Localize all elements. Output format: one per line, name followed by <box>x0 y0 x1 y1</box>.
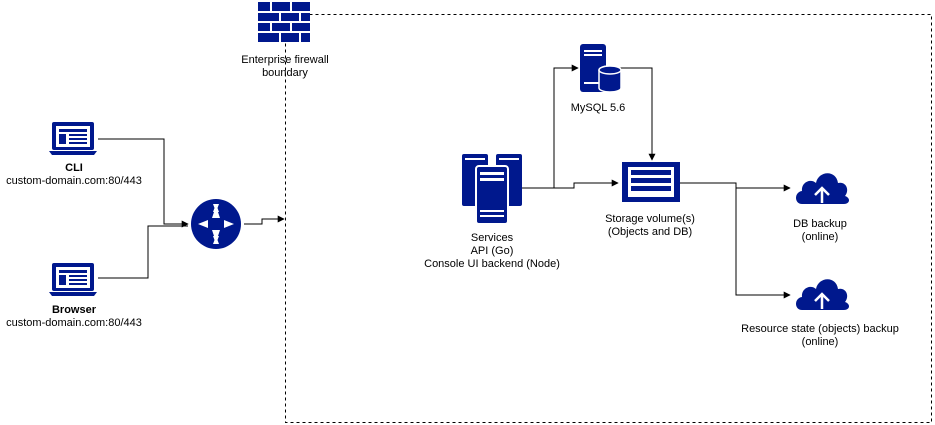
mysql-server-icon <box>580 44 622 93</box>
firewall-boundary <box>285 14 932 423</box>
router-icon <box>191 199 241 249</box>
db-backup-label: DB backup (online) <box>770 218 870 244</box>
mysql-to-storage-line <box>618 67 656 161</box>
firewall-icon <box>258 2 310 42</box>
resource-backup-cloud-upload-icon <box>796 279 850 310</box>
services-label: Services API (Go) Console UI backend (No… <box>412 232 572 271</box>
resource-backup-line1: Resource state (objects) backup <box>741 323 899 335</box>
router-to-firewall-line <box>244 215 285 225</box>
browser-to-router-line <box>98 225 188 279</box>
cli-title: CLI <box>65 162 83 174</box>
services-line3: Console UI backend (Node) <box>424 258 560 270</box>
storage-label: Storage volume(s) (Objects and DB) <box>585 213 715 239</box>
connectors <box>98 64 791 299</box>
cli-laptop-icon <box>49 122 97 155</box>
cli-label: CLI custom-domain.com:80/443 <box>0 162 148 188</box>
storage-line2: (Objects and DB) <box>607 226 693 238</box>
resource-backup-line2: (online) <box>801 336 839 348</box>
services-to-mysql-line <box>522 64 579 189</box>
services-servers-icon <box>462 154 522 225</box>
browser-address: custom-domain.com:80/443 <box>6 317 142 329</box>
firewall-label-line1: Enterprise firewall <box>241 54 329 66</box>
mysql-label: MySQL 5.6 <box>553 102 643 115</box>
db-backup-cloud-upload-icon <box>796 173 850 204</box>
services-line2: API (Go) <box>470 245 514 257</box>
cli-address: custom-domain.com:80/443 <box>6 175 142 187</box>
mysql-label-text: MySQL 5.6 <box>570 102 626 114</box>
storage-to-resource-backup-line <box>735 188 791 299</box>
resource-backup-label: Resource state (objects) backup (online) <box>720 323 920 349</box>
browser-laptop-icon <box>49 263 97 296</box>
db-backup-line2: (online) <box>801 231 839 243</box>
firewall-label: Enterprise firewall boundary <box>230 54 340 80</box>
storage-to-db-backup-line <box>680 182 791 192</box>
browser-label: Browser custom-domain.com:80/443 <box>0 304 148 330</box>
cli-to-router-line <box>98 138 189 228</box>
firewall-label-line2: boundary <box>262 67 308 79</box>
services-line1: Services <box>470 232 514 244</box>
storage-line1: Storage volume(s) <box>605 213 695 225</box>
services-to-storage-line <box>522 179 619 189</box>
browser-title: Browser <box>51 304 97 316</box>
db-backup-line1: DB backup <box>793 218 847 230</box>
storage-volume-icon <box>622 162 680 202</box>
